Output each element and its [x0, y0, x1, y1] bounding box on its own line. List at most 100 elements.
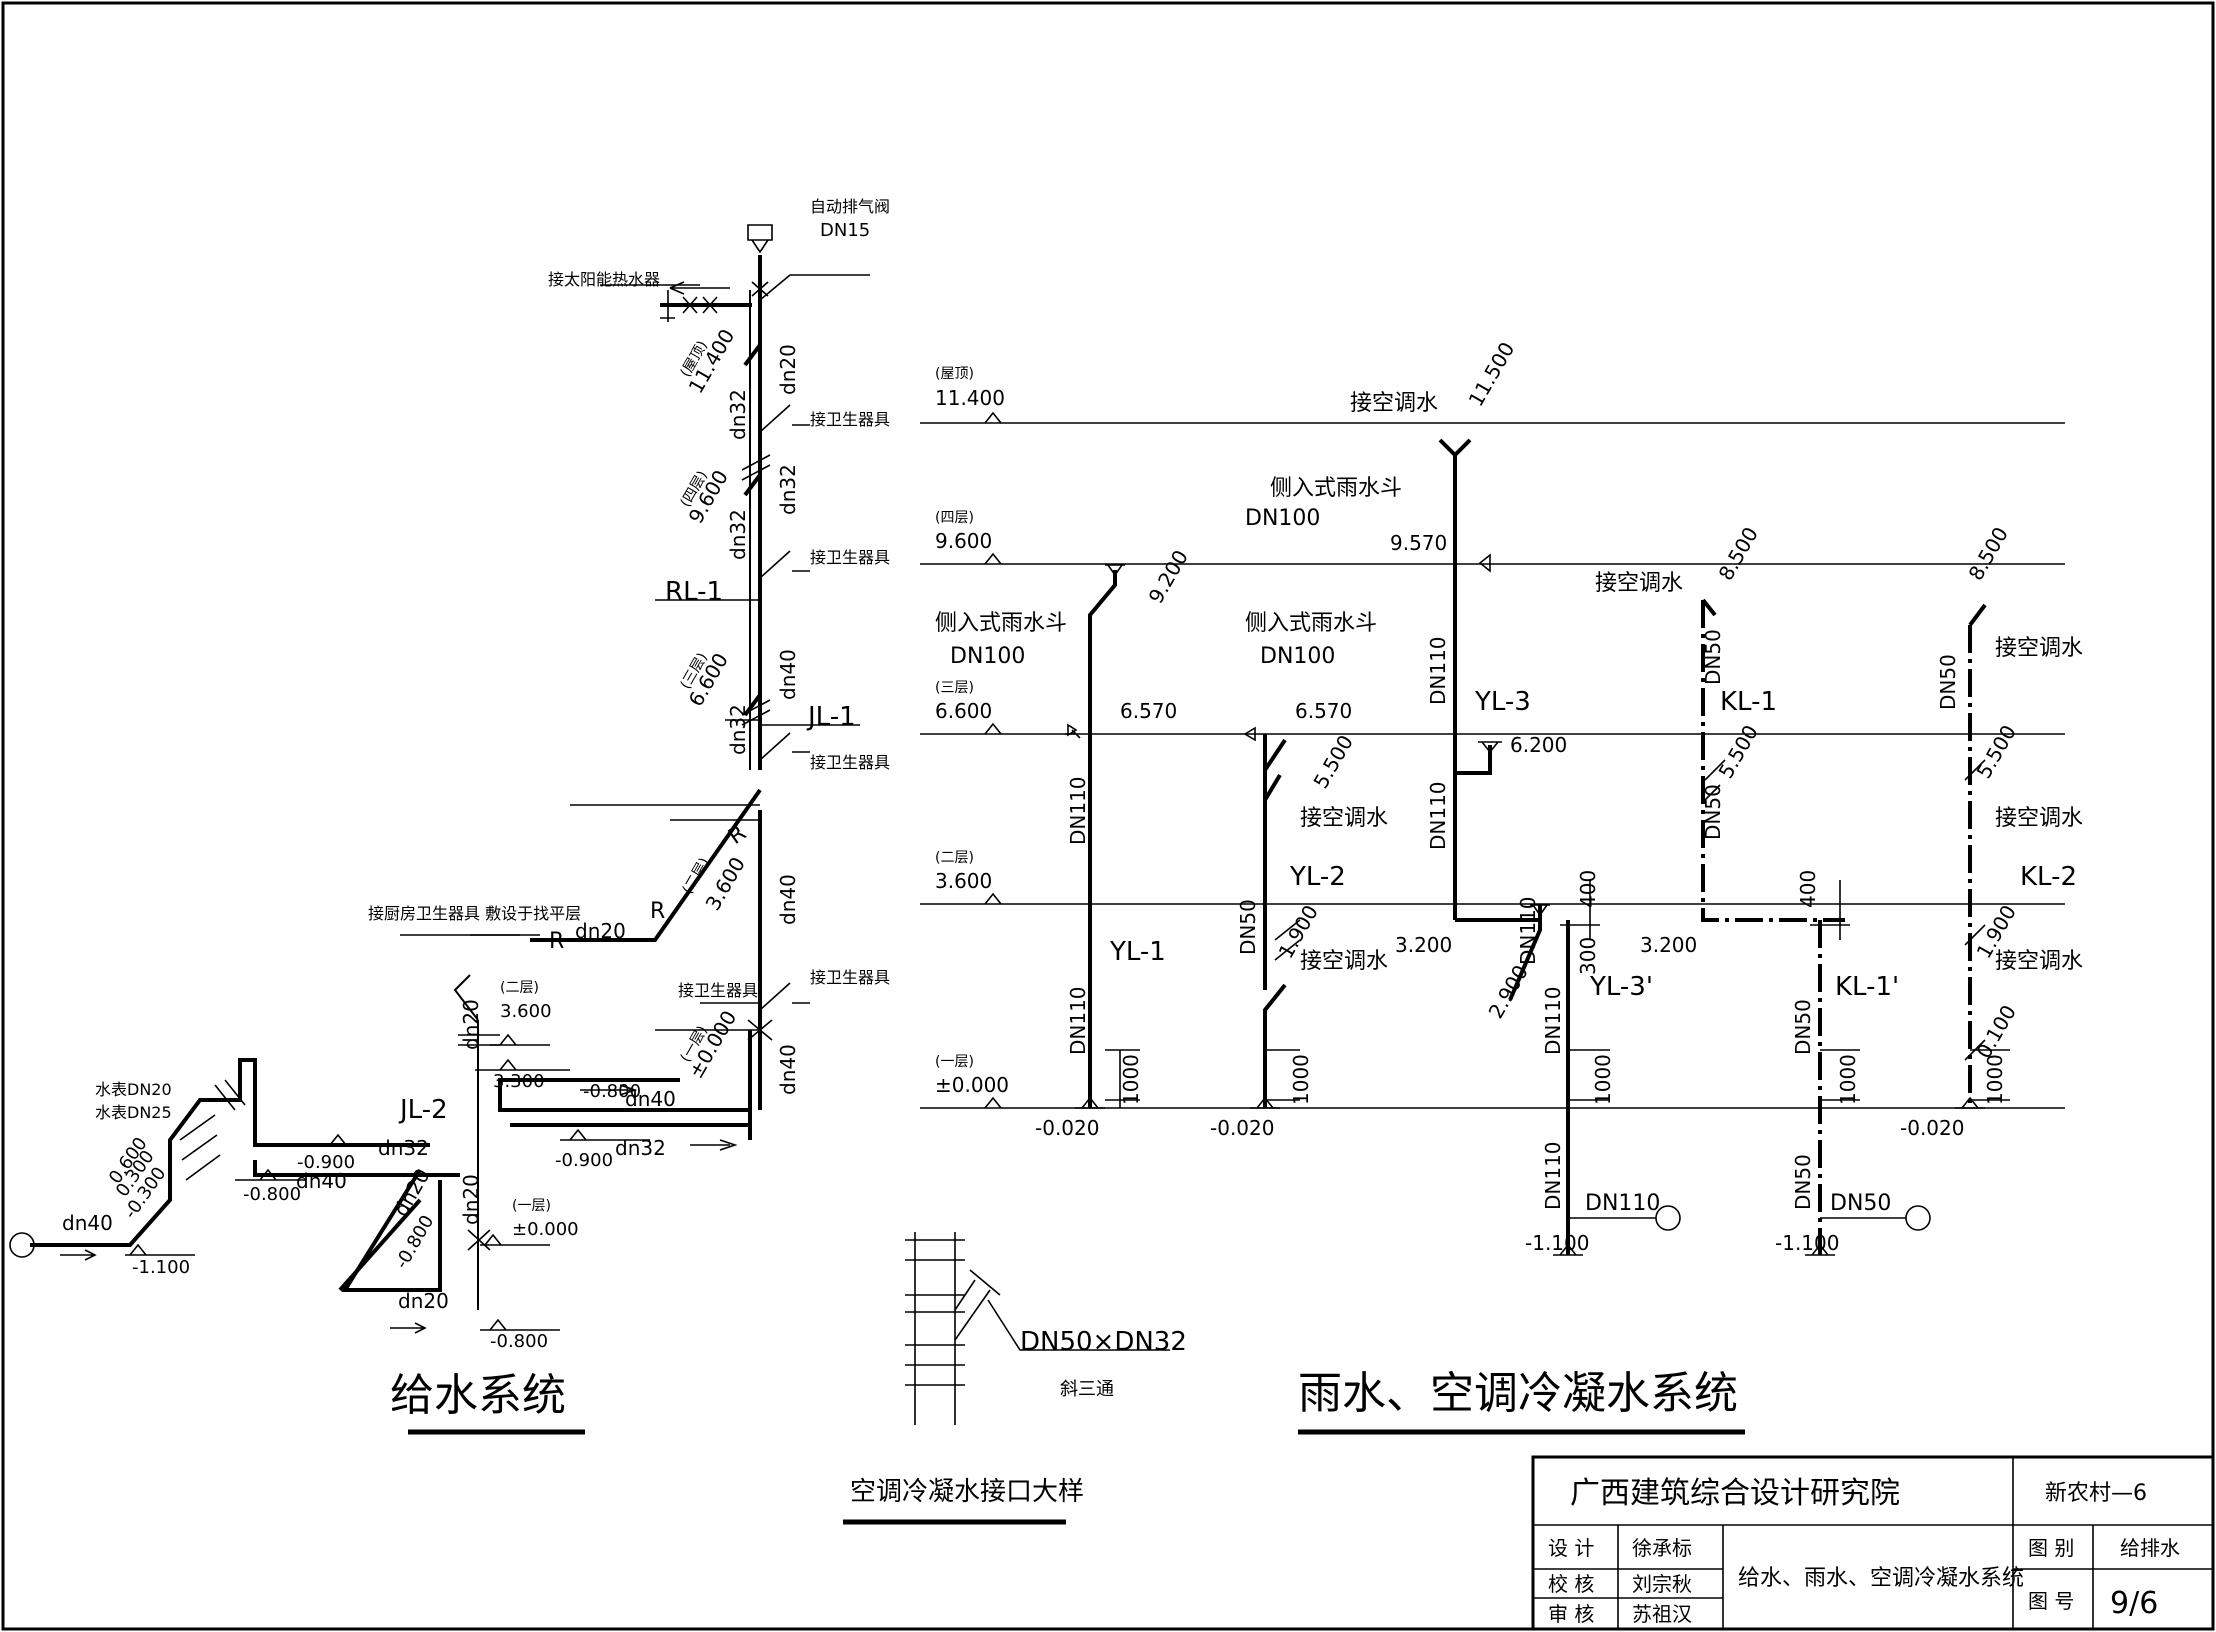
- floor-tag-3: (三层): [935, 680, 974, 696]
- yl2-label: YL-2: [1289, 862, 1346, 892]
- floor-elev-1: ±0.000: [935, 1073, 1009, 1097]
- dn110-label-4: DN110: [1516, 896, 1540, 965]
- fixture-label-4: 接卫生器具: [678, 981, 758, 1000]
- f2-elev: 3.600: [500, 1001, 552, 1022]
- yl3p-label: YL-3': [1589, 972, 1653, 1002]
- elev-9200: 9.200: [1144, 546, 1193, 608]
- elev-2900: 2.900: [1484, 961, 1533, 1023]
- elev-3300: 3.300: [493, 1071, 545, 1092]
- dn20-label-6: dn20: [398, 1289, 449, 1313]
- dn40-label-2: dn40: [776, 874, 800, 925]
- detail-name-label: 斜三通: [1060, 1379, 1114, 1400]
- dn20-label-5: dn20: [389, 1164, 435, 1220]
- dn110-label-1: DN110: [1066, 776, 1090, 845]
- elev-5500-a: 5.500: [1309, 731, 1358, 793]
- fixture-label-2: 接卫生器具: [810, 548, 890, 567]
- dn50-outlet-label: DN50: [1830, 1191, 1891, 1216]
- dn50-label-1: DN50: [1701, 629, 1725, 685]
- jl2-label: JL-2: [398, 1095, 448, 1125]
- dn110-label-5: DN110: [1066, 986, 1090, 1055]
- check-label: 校 核: [1548, 1572, 1594, 1596]
- dn20-label-4: dn20: [459, 1174, 483, 1225]
- dn32-label-3: dn32: [726, 509, 750, 560]
- elev-m1100-a: -1.100: [1525, 1231, 1589, 1255]
- category-value: 给排水: [2120, 1536, 2180, 1560]
- dn32-label-2: dn32: [776, 464, 800, 515]
- dn32-label-4: dn32: [726, 704, 750, 755]
- institute-name: 广西建筑综合设计研究院: [1570, 1476, 1900, 1511]
- elev-5500-c: 5.500: [1972, 721, 2021, 783]
- side-drain-label-3: 侧入式雨水斗: [1245, 611, 1377, 636]
- dn40-label-3: dn40: [776, 1044, 800, 1095]
- yl1-label: YL-1: [1109, 937, 1166, 967]
- elev-11500: 11.500: [1464, 338, 1520, 411]
- elev-m1100-b: -1.100: [1775, 1231, 1839, 1255]
- dn110-label-6: DN110: [1541, 986, 1565, 1055]
- dn100-label-3: DN100: [1260, 644, 1335, 669]
- elev-m0800-b: -0.800: [243, 1184, 301, 1205]
- rain-system-diagram: [920, 411, 2065, 1256]
- reviewer-name: 苏祖汉: [1632, 1602, 1692, 1626]
- ac-water-label-5: 接空调水: [1995, 806, 2083, 831]
- kl1p-label: KL-1': [1835, 972, 1899, 1002]
- dn50-label-4: DN50: [1236, 899, 1260, 955]
- dn110-label-2: DN110: [1426, 636, 1450, 705]
- project-name: 新农村—6: [2045, 1481, 2147, 1506]
- floor-elev-3: 6.600: [935, 699, 992, 723]
- f2-tag: (二层): [500, 980, 539, 996]
- design-label: 设 计: [1548, 1536, 1594, 1560]
- dn40-label-1: dn40: [776, 649, 800, 700]
- fixture-label-3: 接卫生器具: [810, 753, 890, 772]
- solar-heater-label: 接太阳能热水器: [548, 270, 660, 289]
- auto-air-valve-dn-label: DN15: [820, 220, 870, 241]
- kitchen-label: 接厨房卫生器具 敷设于找平层: [368, 904, 581, 923]
- kl1-label: KL-1: [1720, 687, 1777, 717]
- dn40-label-4: dn40: [625, 1087, 676, 1111]
- floor-elev-4: 9.600: [935, 529, 992, 553]
- dn20-label-2: dn20: [776, 344, 800, 395]
- jl1-label: JL-1: [806, 702, 856, 732]
- floor-tag-roof: (屋顶): [935, 366, 974, 382]
- kl2-label: KL-2: [2020, 862, 2077, 892]
- fixture-label-5: 接卫生器具: [810, 968, 890, 987]
- dn20-label-1: dn20: [575, 919, 626, 943]
- f1-tag: (一层): [512, 1198, 551, 1214]
- elev-5500-b: 5.500: [1714, 721, 1763, 783]
- dim-400-a: 400: [1796, 870, 1820, 908]
- dim-400-b: 400: [1576, 870, 1600, 908]
- dn110-label-3: DN110: [1426, 781, 1450, 850]
- f1-elev: ±0.000: [512, 1219, 579, 1240]
- elev-m0020-c: -0.020: [1900, 1116, 1964, 1140]
- elev-m0800-a: -0.800: [583, 1081, 641, 1102]
- ac-connection-detail: DN50×DN32 斜三通 空调冷凝水接口大样: [843, 1232, 1187, 1525]
- rl1-label: RL-1: [665, 577, 723, 607]
- dn50-label-3: DN50: [1936, 654, 1960, 710]
- ac-water-label-6: 接空调水: [1300, 949, 1388, 974]
- number-label: 图 号: [2028, 1589, 2074, 1613]
- dim-300: 300: [1576, 937, 1600, 975]
- dn20-label-3: dn20: [459, 999, 483, 1050]
- elev-9570: 9.570: [1390, 531, 1447, 555]
- elev-m1100: -1.100: [132, 1257, 190, 1278]
- floor-elev-roof: 11.400: [935, 386, 1005, 410]
- checker-name: 刘宗秋: [1632, 1572, 1692, 1596]
- rain-system-labels: (屋顶) 11.400 (四层) 9.600 (三层) 6.600 (二层) 3…: [935, 338, 2083, 1435]
- elev-m0020-a: -0.020: [1035, 1116, 1099, 1140]
- dn110-label-7: DN110: [1541, 1141, 1565, 1210]
- dn100-label-2: DN100: [950, 644, 1025, 669]
- ac-water-label-2: 接空调水: [1595, 571, 1683, 596]
- dim-1000-b: 1000: [1289, 1054, 1313, 1105]
- r-label-2: R: [650, 899, 665, 924]
- elev-8500-b: 8.500: [1964, 523, 2013, 585]
- drawing-number: 9/6: [2110, 1586, 2158, 1621]
- dim-1000-a: 1000: [1119, 1054, 1143, 1105]
- dn32-label-1: dn32: [726, 389, 750, 440]
- water-supply-title: 给水系统: [390, 1370, 566, 1421]
- fixture-label-1: 接卫生器具: [810, 410, 890, 429]
- side-drain-label-2: 侧入式雨水斗: [935, 611, 1067, 636]
- rain-system-title: 雨水、空调冷凝水系统: [1298, 1368, 1738, 1419]
- floor-tag-2: (二层): [935, 850, 974, 866]
- floor-tag-1: (一层): [935, 1054, 974, 1070]
- dim-1000-e: 1000: [1983, 1054, 2007, 1105]
